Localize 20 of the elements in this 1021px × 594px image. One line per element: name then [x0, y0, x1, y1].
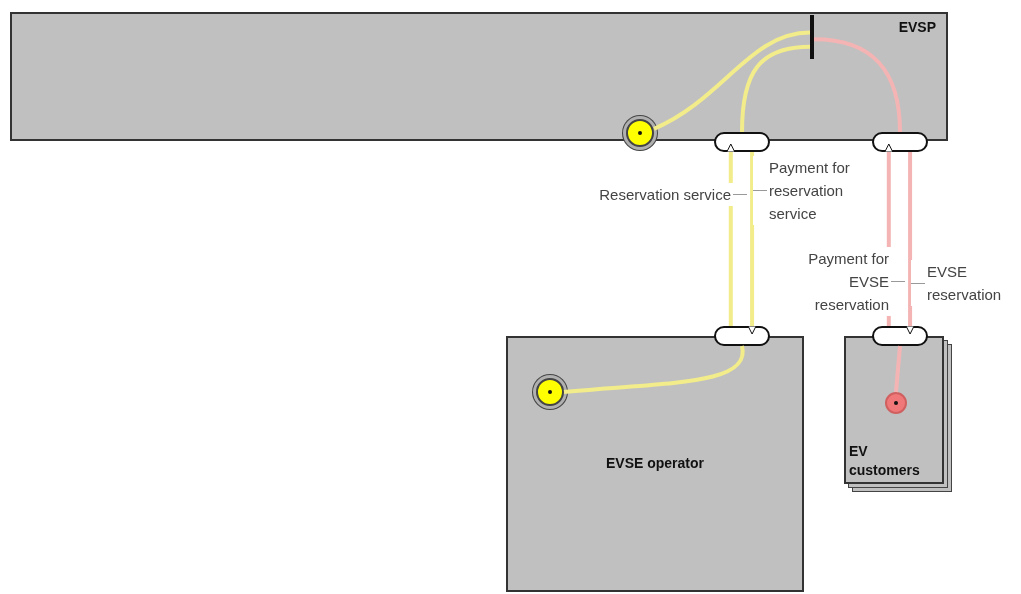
dependency-path	[653, 30, 811, 131]
actor-name: EVSP	[898, 18, 936, 37]
value-interface	[872, 132, 928, 152]
value-interface	[714, 132, 770, 152]
value-exchange-arrow	[747, 152, 757, 335]
dependency-path	[740, 44, 811, 133]
actor-box	[506, 336, 804, 592]
dependency-path	[894, 345, 902, 393]
dependency-path	[813, 37, 902, 133]
value-interface	[872, 326, 928, 346]
end-stimulus	[885, 392, 907, 414]
value-interface	[714, 326, 770, 346]
dependency-path	[563, 345, 745, 394]
and-bar	[810, 15, 814, 59]
actor-name: EVSE operator	[605, 454, 705, 473]
start-stimulus	[626, 119, 654, 147]
start-stimulus	[536, 378, 564, 406]
value-exchange-arrow	[726, 143, 736, 326]
value-exchange-arrow	[905, 152, 915, 335]
actor-name: EV customers	[849, 442, 921, 480]
